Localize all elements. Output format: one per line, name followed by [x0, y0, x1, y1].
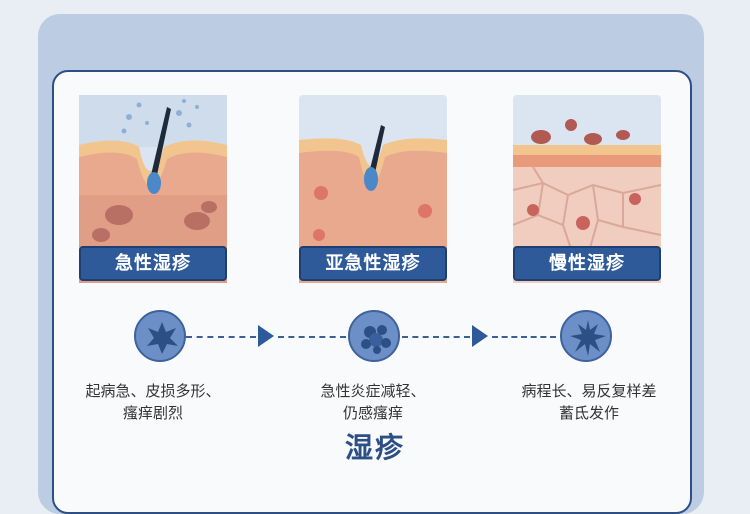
stage-description-subacute: 急性炎症减轻、 仍感瘙痒	[278, 380, 468, 424]
connector-line-2	[278, 336, 346, 338]
description-line: 仍感瘙痒	[342, 404, 403, 422]
arrow-icon	[472, 325, 488, 347]
diagram-title: 湿疹	[344, 431, 405, 464]
stage-description-chronic: 病程长、易反复样差 蓄氐发作	[494, 380, 684, 424]
thorny-cell-icon	[560, 310, 612, 362]
subacute-skin-illustration: 亚急性湿疹	[299, 95, 447, 283]
connector-line-3	[402, 336, 470, 338]
spiky-crystal-icon	[134, 310, 186, 362]
description-line: 起病急、皮损多形、	[85, 382, 221, 400]
cluster-icon	[348, 310, 400, 362]
chronic-skin-illustration: 慢性湿疹	[513, 95, 661, 283]
description-line: 急性炎症减轻、	[320, 382, 426, 400]
stage-description-acute: 起病急、皮损多形、 瘙痒剧烈	[58, 380, 248, 424]
description-line: 瘙痒剧烈	[122, 404, 183, 422]
description-line: 蓄氐发作	[558, 404, 619, 422]
arrow-icon	[258, 325, 274, 347]
stage-label-subacute: 亚急性湿疹	[299, 246, 447, 281]
description-line: 病程长、易反复样差	[521, 382, 657, 400]
connector-line-1	[186, 336, 256, 338]
stage-label-chronic: 慢性湿疹	[513, 246, 661, 281]
stage-label-acute: 急性湿疹	[79, 246, 227, 281]
acute-skin-illustration: 急性湿疹	[79, 95, 227, 283]
connector-line-4	[492, 336, 556, 338]
